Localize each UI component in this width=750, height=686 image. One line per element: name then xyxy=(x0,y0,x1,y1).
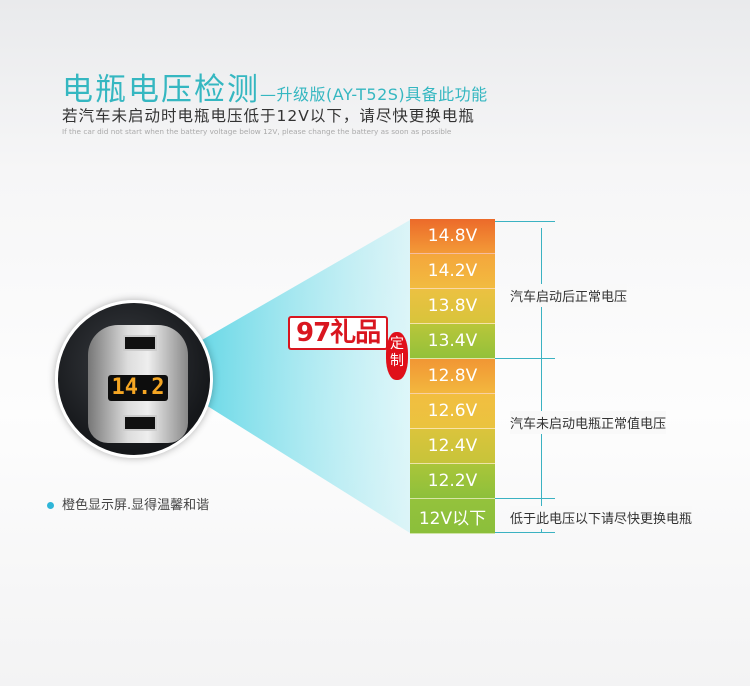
range-label: 汽车未启动电瓶正常值电压 xyxy=(510,411,667,434)
range-label: 汽车启动后正常电压 xyxy=(510,284,628,307)
bracket-line xyxy=(495,532,555,533)
lcd-display: 14.2 xyxy=(108,375,168,401)
page-title: 电瓶电压检测—升级版(AY-T52S)具备此功能 xyxy=(62,64,488,109)
usb-port-icon xyxy=(123,335,157,351)
usb-port-icon xyxy=(123,415,157,431)
voltage-row: 12.8V xyxy=(410,359,495,394)
voltage-row: 13.4V xyxy=(410,324,495,359)
bullet-dot-icon xyxy=(47,502,54,509)
seal-text: 定制 xyxy=(390,336,404,369)
bracket-vertical-line xyxy=(541,228,542,532)
voltage-row: 12.2V xyxy=(410,464,495,499)
charger-body: 14.2 xyxy=(88,325,188,443)
voltage-row: 14.2V xyxy=(410,254,495,289)
voltage-scale: 14.8V 14.2V 13.8V 13.4V 12.8V 12.6V 12.4… xyxy=(410,219,495,534)
watermark-logo: 97礼品 xyxy=(288,316,389,350)
charger-device-image: 14.2 xyxy=(55,300,213,458)
caption-text: 橙色显示屏.显得温馨和谐 xyxy=(62,498,210,513)
bracket-line xyxy=(495,358,555,359)
voltage-row: 12.6V xyxy=(410,394,495,429)
range-label: 低于此电压以下请尽快更换电瓶 xyxy=(510,506,693,529)
voltage-row: 12V以下 xyxy=(410,499,495,534)
watermark-seal: 定制 xyxy=(386,332,408,380)
title-main: 电瓶电压检测 xyxy=(62,72,260,108)
title-suffix: —升级版(AY-T52S)具备此功能 xyxy=(260,85,488,104)
subtitle: 若汽车未启动时电瓶电压低于12V以下，请尽快更换电瓶 xyxy=(62,107,475,125)
bracket-line xyxy=(495,221,555,222)
voltage-row: 14.8V xyxy=(410,219,495,254)
voltage-row: 12.4V xyxy=(410,429,495,464)
voltage-row: 13.8V xyxy=(410,289,495,324)
bracket-line xyxy=(495,498,555,499)
subtitle-english: If the car did not start when the batter… xyxy=(62,127,452,136)
caption: 橙色显示屏.显得温馨和谐 xyxy=(47,494,209,513)
